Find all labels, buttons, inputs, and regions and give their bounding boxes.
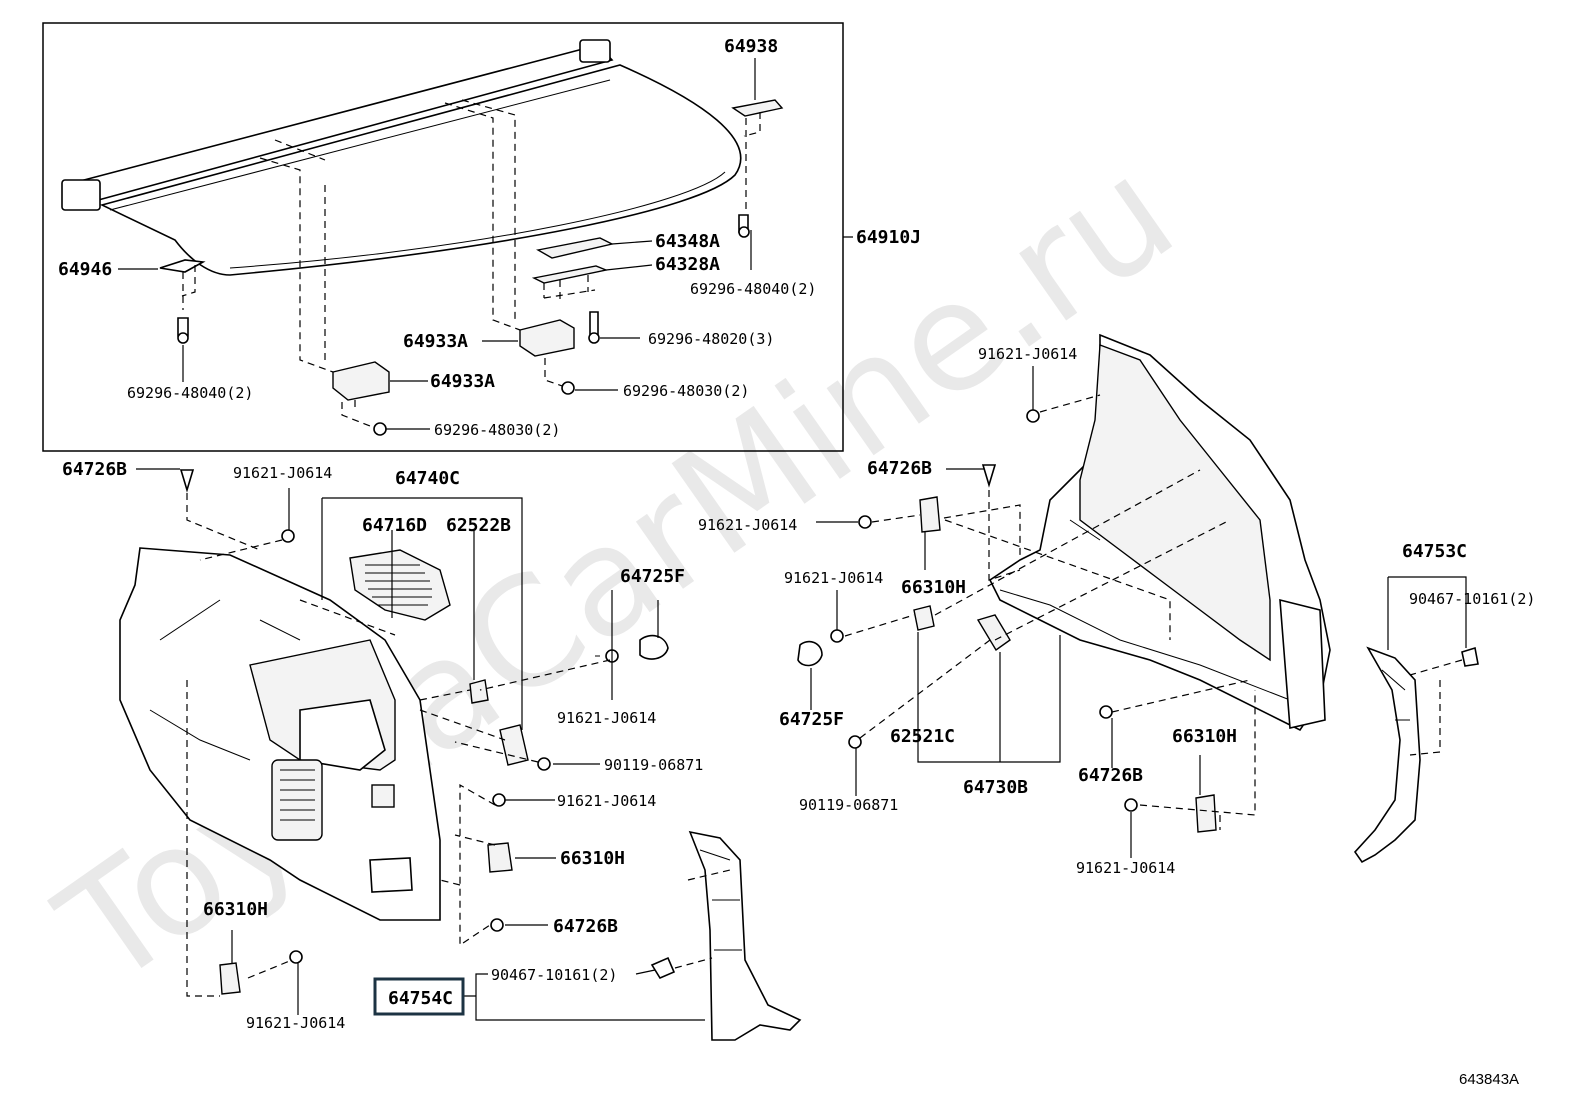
label-64753C: 64753C xyxy=(1402,541,1467,562)
label-64348A: 64348A xyxy=(655,231,720,252)
clip-66310H-right-low xyxy=(1195,794,1217,833)
clip-66310H-mid xyxy=(487,842,513,873)
strip-64328A xyxy=(531,265,609,284)
label-64933A-top: 64933A xyxy=(403,331,468,352)
clip-62521C xyxy=(913,605,935,631)
label-64726B-right-low: 64726B xyxy=(1078,765,1143,786)
label-62522B: 62522B xyxy=(446,515,511,536)
screw-64938 xyxy=(738,214,750,238)
bolt-64726B-mid xyxy=(490,918,504,932)
label-69296-48020: 69296-48020(3) xyxy=(648,330,774,348)
label-69296-48040-top: 69296-48040(2) xyxy=(690,280,816,298)
label-91621-g: 91621-J0614 xyxy=(784,569,883,587)
quarter-inner-panel-right xyxy=(988,333,1331,732)
quarter-trim-panel-left xyxy=(119,547,441,921)
clip-64725F-right xyxy=(797,640,823,667)
screw-48020 xyxy=(588,311,600,344)
clip-64726B-left xyxy=(179,469,195,493)
bolt-90119-left xyxy=(537,757,551,771)
bolt-90119-right xyxy=(848,735,862,749)
label-66310H-left: 66310H xyxy=(203,899,268,920)
screw-48030-right xyxy=(561,381,575,395)
label-69296-48030-right: 69296-48030(2) xyxy=(623,382,749,400)
block-64933A-right xyxy=(519,319,575,357)
label-64946: 64946 xyxy=(58,259,112,280)
clip-90467-bottom xyxy=(650,956,676,980)
pillar-trim-64754C xyxy=(688,830,802,1041)
bolt-91621-f xyxy=(858,515,872,529)
label-66310H-right-top: 66310H xyxy=(901,577,966,598)
clip-62522B xyxy=(469,679,489,704)
label-91621-f: 91621-J0614 xyxy=(698,516,797,534)
label-91621-b: 91621-J0614 xyxy=(557,709,656,727)
bracket-64730B xyxy=(976,614,1011,652)
label-91621-h: 91621-J0614 xyxy=(1076,859,1175,877)
label-91621-a: 91621-J0614 xyxy=(233,464,332,482)
label-64726B-right-top: 64726B xyxy=(867,458,932,479)
label-64725F-left: 64725F xyxy=(620,566,685,587)
label-90467-bottom: 90467-10161(2) xyxy=(491,966,617,984)
bolt-91621-d xyxy=(289,950,303,964)
strip-64348A xyxy=(536,237,615,259)
label-64725F-right: 64725F xyxy=(779,709,844,730)
label-90119-left: 90119-06871 xyxy=(604,756,703,774)
label-69296-48040-left: 69296-48040(2) xyxy=(127,384,253,402)
label-91621-d: 91621-J0614 xyxy=(246,1014,345,1032)
clip-90467-right xyxy=(1461,646,1479,667)
label-66310H-right-low: 66310H xyxy=(1172,726,1237,747)
label-91621-e: 91621-J0614 xyxy=(978,345,1077,363)
tonneau-cover-illustration xyxy=(61,39,742,276)
label-64910J: 64910J xyxy=(856,227,921,248)
label-90119-right: 90119-06871 xyxy=(799,796,898,814)
label-64716D: 64716D xyxy=(362,515,427,536)
label-90467-right: 90467-10161(2) xyxy=(1409,590,1535,608)
label-64328A: 64328A xyxy=(655,254,720,275)
clip-66310H-left xyxy=(219,962,241,995)
diagram-code: 643843A xyxy=(1459,1071,1519,1088)
bolt-91621-e xyxy=(1026,409,1040,423)
vent-grille-64716D xyxy=(349,549,451,621)
bolt-91621-g xyxy=(830,629,844,643)
bracket-64740C xyxy=(499,724,529,766)
label-64754C: 64754C xyxy=(388,988,453,1009)
label-64933A-bottom: 64933A xyxy=(430,371,495,392)
label-64938: 64938 xyxy=(724,36,778,57)
label-66310H-mid: 66310H xyxy=(560,848,625,869)
highlight-box-64754C xyxy=(373,977,465,1016)
label-64740C: 64740C xyxy=(395,468,460,489)
label-69296-48030-bottom: 69296-48030(2) xyxy=(434,421,560,439)
plate-64946 xyxy=(159,259,206,273)
screw-64946 xyxy=(177,317,189,344)
label-91621-c: 91621-J0614 xyxy=(557,792,656,810)
screw-48030-bottom xyxy=(373,422,387,436)
label-62521C: 62521C xyxy=(890,726,955,747)
clip-66310H-right-top xyxy=(919,496,941,533)
bolt-91621-a xyxy=(281,529,295,543)
bolt-91621-h xyxy=(1124,798,1138,812)
label-64730B: 64730B xyxy=(963,777,1028,798)
clip-64725F-left xyxy=(639,634,669,660)
clip-64726B-right-top xyxy=(981,464,997,488)
label-64726B-left: 64726B xyxy=(62,459,127,480)
block-64933A-left xyxy=(332,361,390,401)
label-64726B-mid: 64726B xyxy=(553,916,618,937)
bracket-64938 xyxy=(731,99,784,117)
clip-64726B-right-low xyxy=(1099,705,1113,719)
pillar-trim-64753C xyxy=(1353,646,1421,864)
